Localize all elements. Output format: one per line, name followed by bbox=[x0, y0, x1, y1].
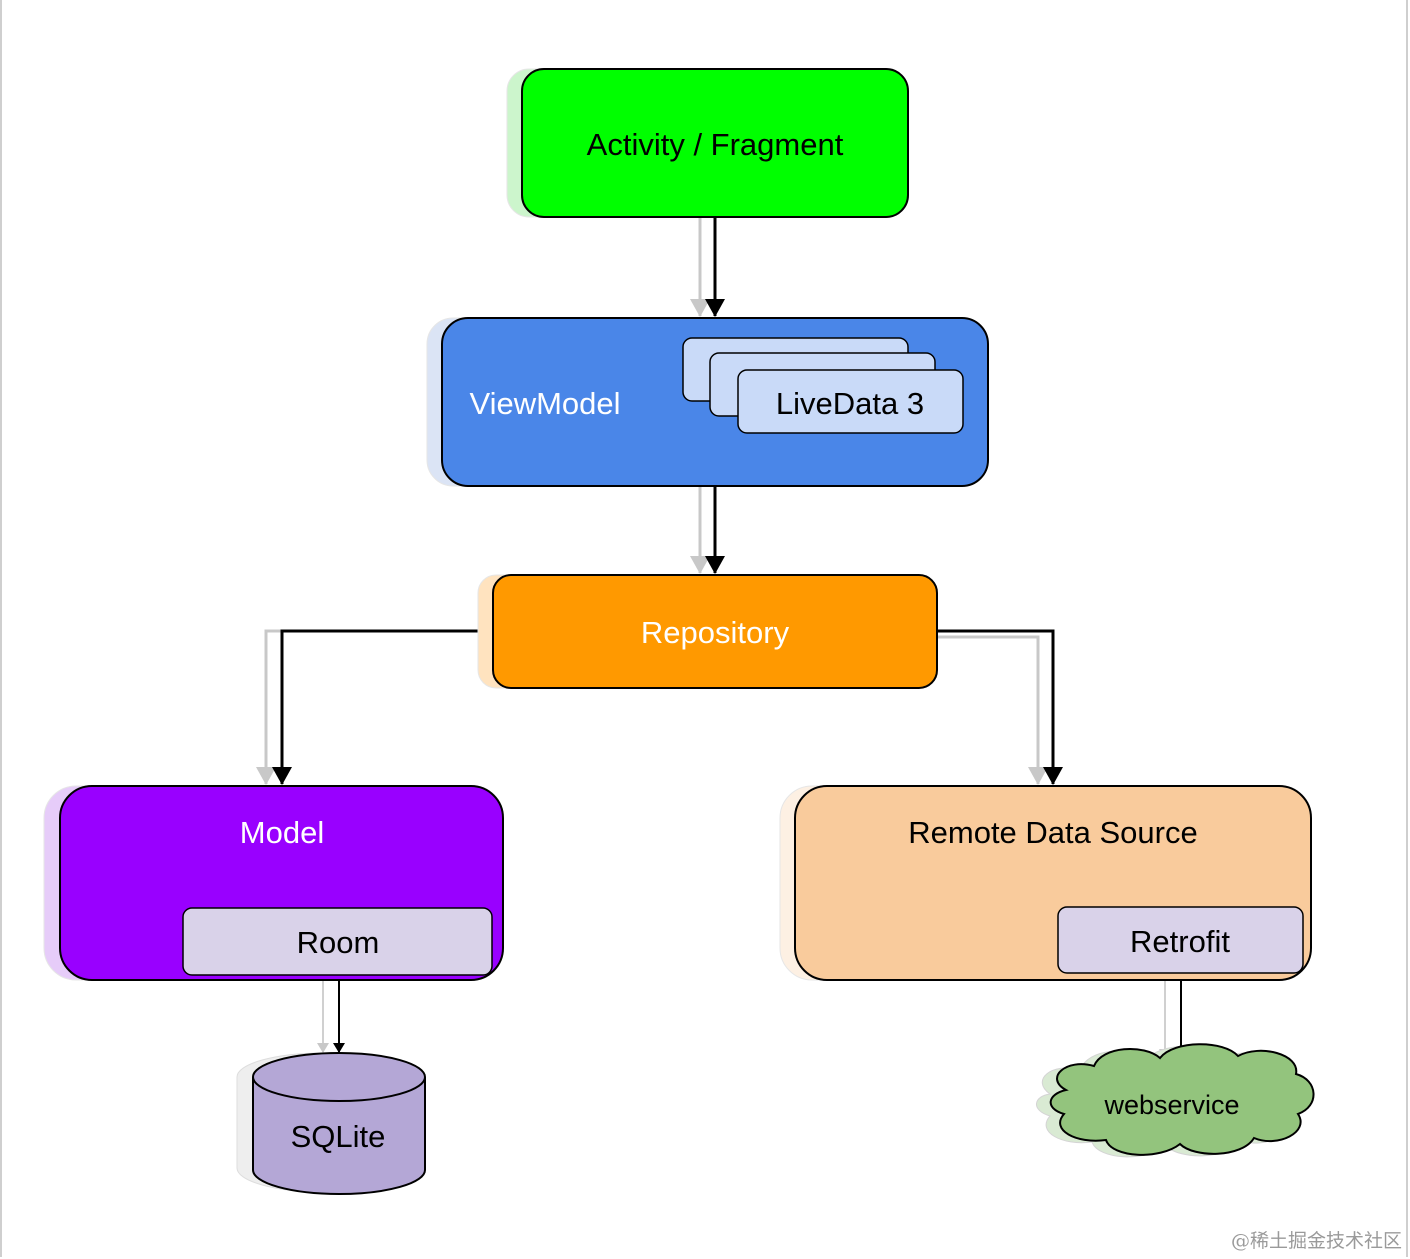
node-viewmodel-label: ViewModel bbox=[469, 386, 620, 421]
connectors bbox=[256, 217, 1187, 1059]
edge-repository-remote bbox=[938, 629, 1063, 785]
node-retrofit-label: Retrofit bbox=[1130, 924, 1230, 959]
livedata-label: LiveData 3 bbox=[776, 386, 924, 421]
node-activity-fragment: Activity / Fragment bbox=[506, 68, 909, 218]
sqlite-top bbox=[252, 1052, 426, 1102]
node-sqlite-label: SQLite bbox=[291, 1119, 386, 1154]
node-model: Model Room bbox=[43, 785, 504, 981]
edge-repository-model-shadow bbox=[256, 629, 478, 785]
node-remote-data-source: Remote Data Source Retrofit bbox=[779, 785, 1312, 981]
sqlite-body bbox=[252, 1077, 426, 1195]
node-model-label: Model bbox=[240, 815, 324, 850]
cloud-icon bbox=[1049, 1043, 1315, 1156]
node-viewmodel: ViewModel LiveData 3 bbox=[426, 317, 989, 487]
edge-repository-remote-shadow bbox=[938, 635, 1048, 785]
watermark: @稀土掘金技术社区 bbox=[1230, 1230, 1402, 1252]
node-room-label: Room bbox=[297, 925, 380, 960]
node-webservice: webservice bbox=[1036, 1043, 1315, 1158]
node-remote-label: Remote Data Source bbox=[908, 815, 1197, 850]
node-repository-box bbox=[492, 574, 938, 689]
edge-repository-model bbox=[272, 629, 494, 785]
node-sqlite: SQLite bbox=[236, 1052, 426, 1195]
node-retrofit-box bbox=[1057, 906, 1304, 974]
node-webservice-label: webservice bbox=[1103, 1090, 1239, 1120]
node-repository-label: Repository bbox=[641, 615, 790, 650]
livedata-card-3 bbox=[737, 369, 964, 434]
node-activity-label: Activity / Fragment bbox=[587, 127, 844, 162]
node-activity-box bbox=[521, 68, 909, 218]
node-repository: Repository bbox=[477, 574, 938, 689]
node-room-box bbox=[182, 907, 493, 976]
